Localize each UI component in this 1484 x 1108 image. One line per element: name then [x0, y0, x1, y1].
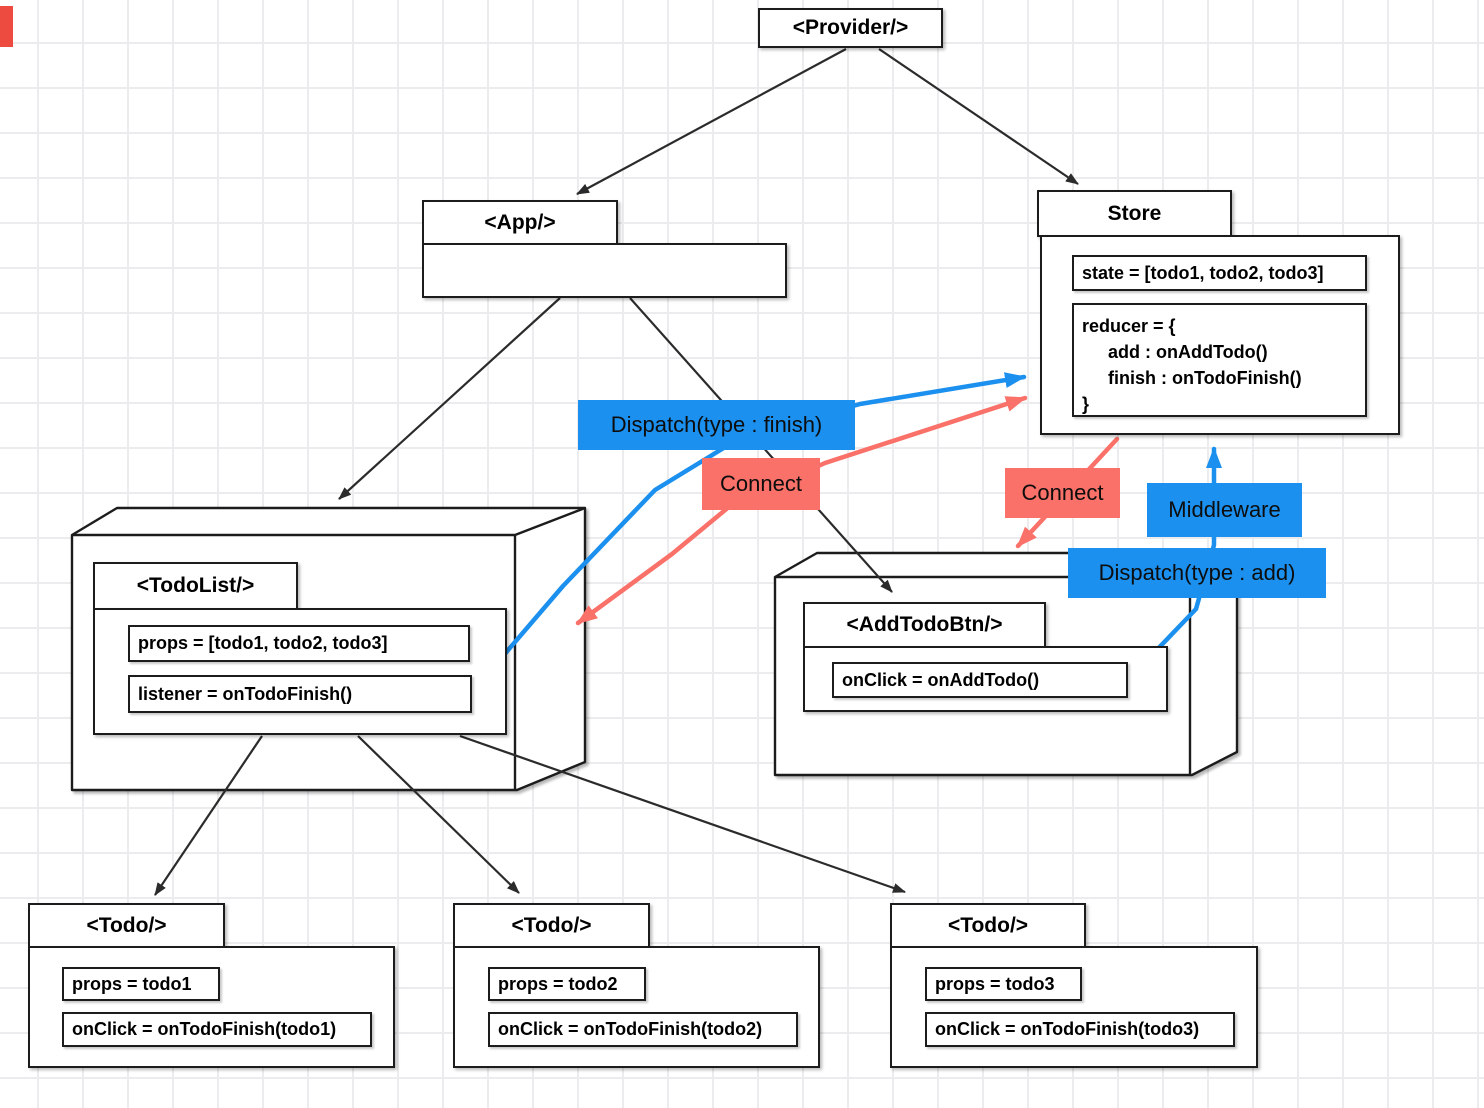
store-state-field: state = [todo1, todo2, todo3]: [1072, 255, 1367, 291]
todo2-title: <Todo/>: [453, 903, 650, 948]
todo3-onclick-field: onClick = onTodoFinish(todo3): [925, 1012, 1235, 1047]
todo1-body: [28, 946, 395, 1068]
todo2-onclick-text: onClick = onTodoFinish(todo2): [498, 1019, 763, 1039]
connect-left-text: Connect: [720, 471, 802, 496]
reducer-line-1: reducer = {: [1082, 316, 1176, 336]
provider-node: <Provider/>: [758, 8, 943, 48]
arrow-todolist-to-todo3: [459, 734, 906, 894]
store-title: Store: [1037, 190, 1232, 237]
todo3-props-text: props = todo3: [935, 973, 1055, 994]
todo3-title: <Todo/>: [890, 903, 1086, 948]
todo3-props-field: props = todo3: [925, 967, 1082, 1001]
todo1-props-field: props = todo1: [62, 967, 220, 1001]
app-body: [422, 243, 787, 298]
dispatch-finish-text: Dispatch(type : finish): [610, 412, 823, 437]
store-label: Store: [1107, 201, 1162, 225]
arrow-app-to-todolist: [338, 297, 561, 500]
app-title: <App/>: [422, 200, 618, 245]
addtodobtn-title: <AddTodoBtn/>: [803, 602, 1046, 648]
todo1-label: <Todo/>: [86, 913, 167, 937]
provider-label: <Provider/>: [792, 16, 909, 39]
todo1-onclick-field: onClick = onTodoFinish(todo1): [62, 1012, 372, 1047]
todolist-listener-text: listener = onTodoFinish(): [138, 683, 353, 704]
app-label: <App/>: [484, 210, 556, 234]
todolist-title: <TodoList/>: [93, 562, 298, 610]
middleware-label: Middleware: [1147, 483, 1302, 537]
arrow-todolist-to-todo2: [357, 735, 520, 894]
todo3-onclick-text: onClick = onTodoFinish(todo3): [935, 1019, 1200, 1039]
addtodobtn-onclick-field: onClick = onAddTodo(): [832, 662, 1128, 698]
store-reducer-field: reducer = { add : onAddTodo() finish : o…: [1072, 303, 1367, 417]
dispatch-finish-label: Dispatch(type : finish): [578, 400, 855, 450]
arrow-todolist-to-todo1: [154, 735, 263, 896]
todo3-body: [890, 946, 1258, 1068]
todo1-props-text: props = todo1: [72, 973, 192, 994]
red-edge-fragment: [0, 6, 13, 47]
reducer-line-4: }: [1082, 394, 1090, 414]
connect-left-label: Connect: [702, 458, 820, 510]
todolist-listener-field: listener = onTodoFinish(): [128, 675, 472, 713]
todolist-props-field: props = [todo1, todo2, todo3]: [128, 625, 470, 662]
todolist-props-text: props = [todo1, todo2, todo3]: [138, 633, 388, 653]
reducer-line-2: add : onAddTodo(): [1108, 342, 1268, 362]
store-state-text: state = [todo1, todo2, todo3]: [1082, 262, 1324, 283]
todo1-title: <Todo/>: [28, 903, 225, 948]
arrow-provider-to-app: [576, 48, 847, 195]
todo3-label: <Todo/>: [947, 913, 1029, 937]
todo2-label: <Todo/>: [511, 913, 592, 937]
addtodobtn-onclick-text: onClick = onAddTodo(): [842, 669, 1040, 690]
todo2-onclick-field: onClick = onTodoFinish(todo2): [488, 1012, 798, 1047]
addtodobtn-label: <AddTodoBtn/>: [846, 613, 1003, 636]
dispatch-add-text: Dispatch(type : add): [1098, 560, 1296, 585]
todo2-props-field: props = todo2: [488, 967, 646, 1001]
connect-right-text: Connect: [1021, 480, 1104, 505]
todo2-body: [453, 946, 820, 1068]
todolist-label: <TodoList/>: [136, 574, 255, 597]
connect-right-label: Connect: [1005, 468, 1120, 518]
reducer-line-3: finish : onTodoFinish(): [1108, 368, 1302, 388]
dispatch-add-label: Dispatch(type : add): [1068, 548, 1326, 598]
arrow-provider-to-store: [878, 48, 1079, 185]
todo2-props-text: props = todo2: [498, 973, 618, 994]
middleware-text: Middleware: [1168, 497, 1281, 522]
todo1-onclick-text: onClick = onTodoFinish(todo1): [72, 1019, 337, 1039]
